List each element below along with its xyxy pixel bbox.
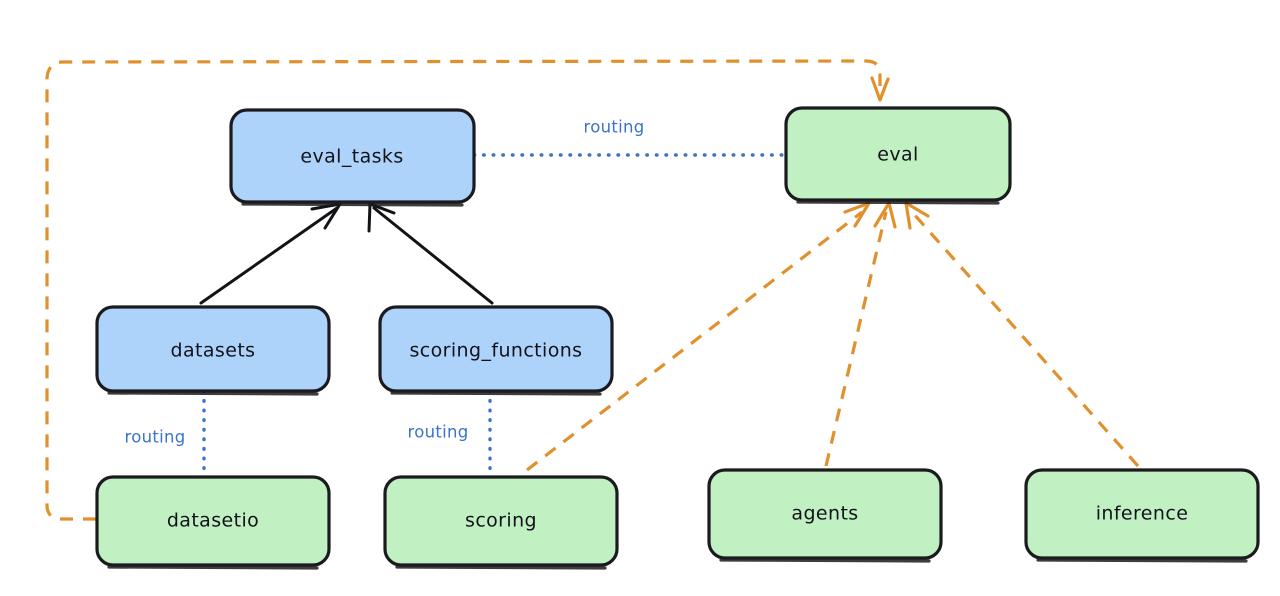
- nodes-layer: eval_tasks eval datasets scoring_functio…: [95, 106, 1260, 570]
- node-scoring-shape[interactable]: [383, 475, 619, 567]
- edge-datasets-to-eval-tasks: [199, 202, 342, 305]
- node-eval-tasks-shape[interactable]: [229, 108, 476, 204]
- node-agents-shape[interactable]: [707, 468, 943, 560]
- node-inference-label: inference: [1096, 503, 1189, 525]
- node-agents[interactable]: agents: [707, 468, 943, 563]
- node-eval-tasks-label: eval_tasks: [300, 146, 403, 168]
- node-eval-tasks[interactable]: eval_tasks: [229, 108, 476, 207]
- node-datasets[interactable]: datasets: [95, 305, 331, 396]
- edge-agents-to-eval: [824, 201, 897, 467]
- node-datasets-label: datasets: [171, 340, 256, 362]
- node-scoring-functions-shape[interactable]: [378, 305, 614, 393]
- node-datasets-shape[interactable]: [95, 305, 331, 393]
- node-scoring-functions-label: scoring_functions: [410, 340, 583, 362]
- routing-label-datasets-datasetio: routing: [124, 428, 185, 447]
- edge-labels-layer: routing routing routing: [124, 118, 644, 447]
- node-scoring-functions[interactable]: scoring_functions: [378, 305, 614, 396]
- node-datasetio[interactable]: datasetio: [95, 475, 331, 570]
- edges-layer: [45, 59, 1140, 521]
- node-inference-shape[interactable]: [1024, 468, 1260, 560]
- edge-scoring-functions-to-eval-tasks: [367, 202, 494, 305]
- node-eval-shape[interactable]: [784, 106, 1012, 202]
- routing-label-scoring-functions-scoring: routing: [407, 423, 468, 442]
- node-datasetio-label: datasetio: [167, 510, 259, 532]
- routing-label-eval-tasks-eval: routing: [583, 118, 644, 137]
- edge-datasetio-to-eval: [45, 59, 890, 521]
- node-agents-label: agents: [791, 503, 858, 525]
- node-scoring-label: scoring: [465, 510, 537, 532]
- node-inference[interactable]: inference: [1024, 468, 1260, 563]
- node-eval[interactable]: eval: [784, 106, 1012, 205]
- node-datasetio-shape[interactable]: [95, 475, 331, 567]
- node-scoring[interactable]: scoring: [383, 475, 619, 570]
- edge-inference-to-eval: [904, 201, 1140, 468]
- node-eval-label: eval: [877, 144, 918, 166]
